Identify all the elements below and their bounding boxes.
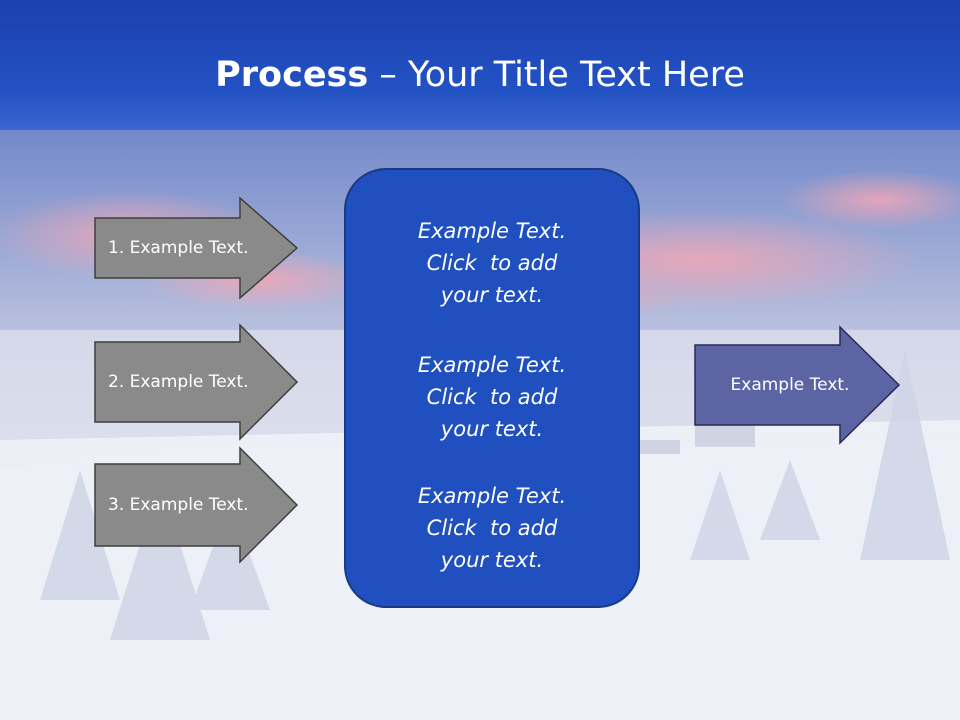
center-paragraph-3: Example Text. Click to add your text. <box>346 480 638 576</box>
title-bold: Process <box>215 55 369 95</box>
arrow-shape-icon <box>94 323 299 441</box>
step-arrow-2: 2. Example Text. <box>94 323 299 441</box>
title-rest: – Your Title Text Here <box>368 55 745 95</box>
result-arrow: Example Text. <box>694 325 901 445</box>
center-line: Click to add <box>426 516 558 540</box>
arrow-shape-icon <box>694 325 901 445</box>
center-line: Example Text. <box>417 484 567 508</box>
center-line: your text. <box>440 417 544 441</box>
step-label-2: 2. Example Text. <box>108 372 249 392</box>
center-paragraph-1: Example Text. Click to add your text. <box>346 215 638 311</box>
arrow-shape-icon <box>94 446 299 564</box>
center-line: your text. <box>440 548 544 572</box>
arrow-shape-icon <box>94 196 299 300</box>
slide-title: Process – Your Title Text Here <box>0 52 960 98</box>
step-label-3: 3. Example Text. <box>108 495 249 515</box>
center-text-box: Example Text. Click to add your text. Ex… <box>344 168 640 608</box>
step-arrow-1: 1. Example Text. <box>94 196 299 300</box>
center-line: Example Text. <box>417 353 567 377</box>
step-label-1: 1. Example Text. <box>108 238 249 258</box>
center-line: your text. <box>440 283 544 307</box>
center-paragraph-2: Example Text. Click to add your text. <box>346 349 638 445</box>
title-band <box>0 0 960 130</box>
center-line: Example Text. <box>417 219 567 243</box>
center-line: Click to add <box>426 251 558 275</box>
center-line: Click to add <box>426 385 558 409</box>
result-label: Example Text. <box>730 375 850 395</box>
step-arrow-3: 3. Example Text. <box>94 446 299 564</box>
